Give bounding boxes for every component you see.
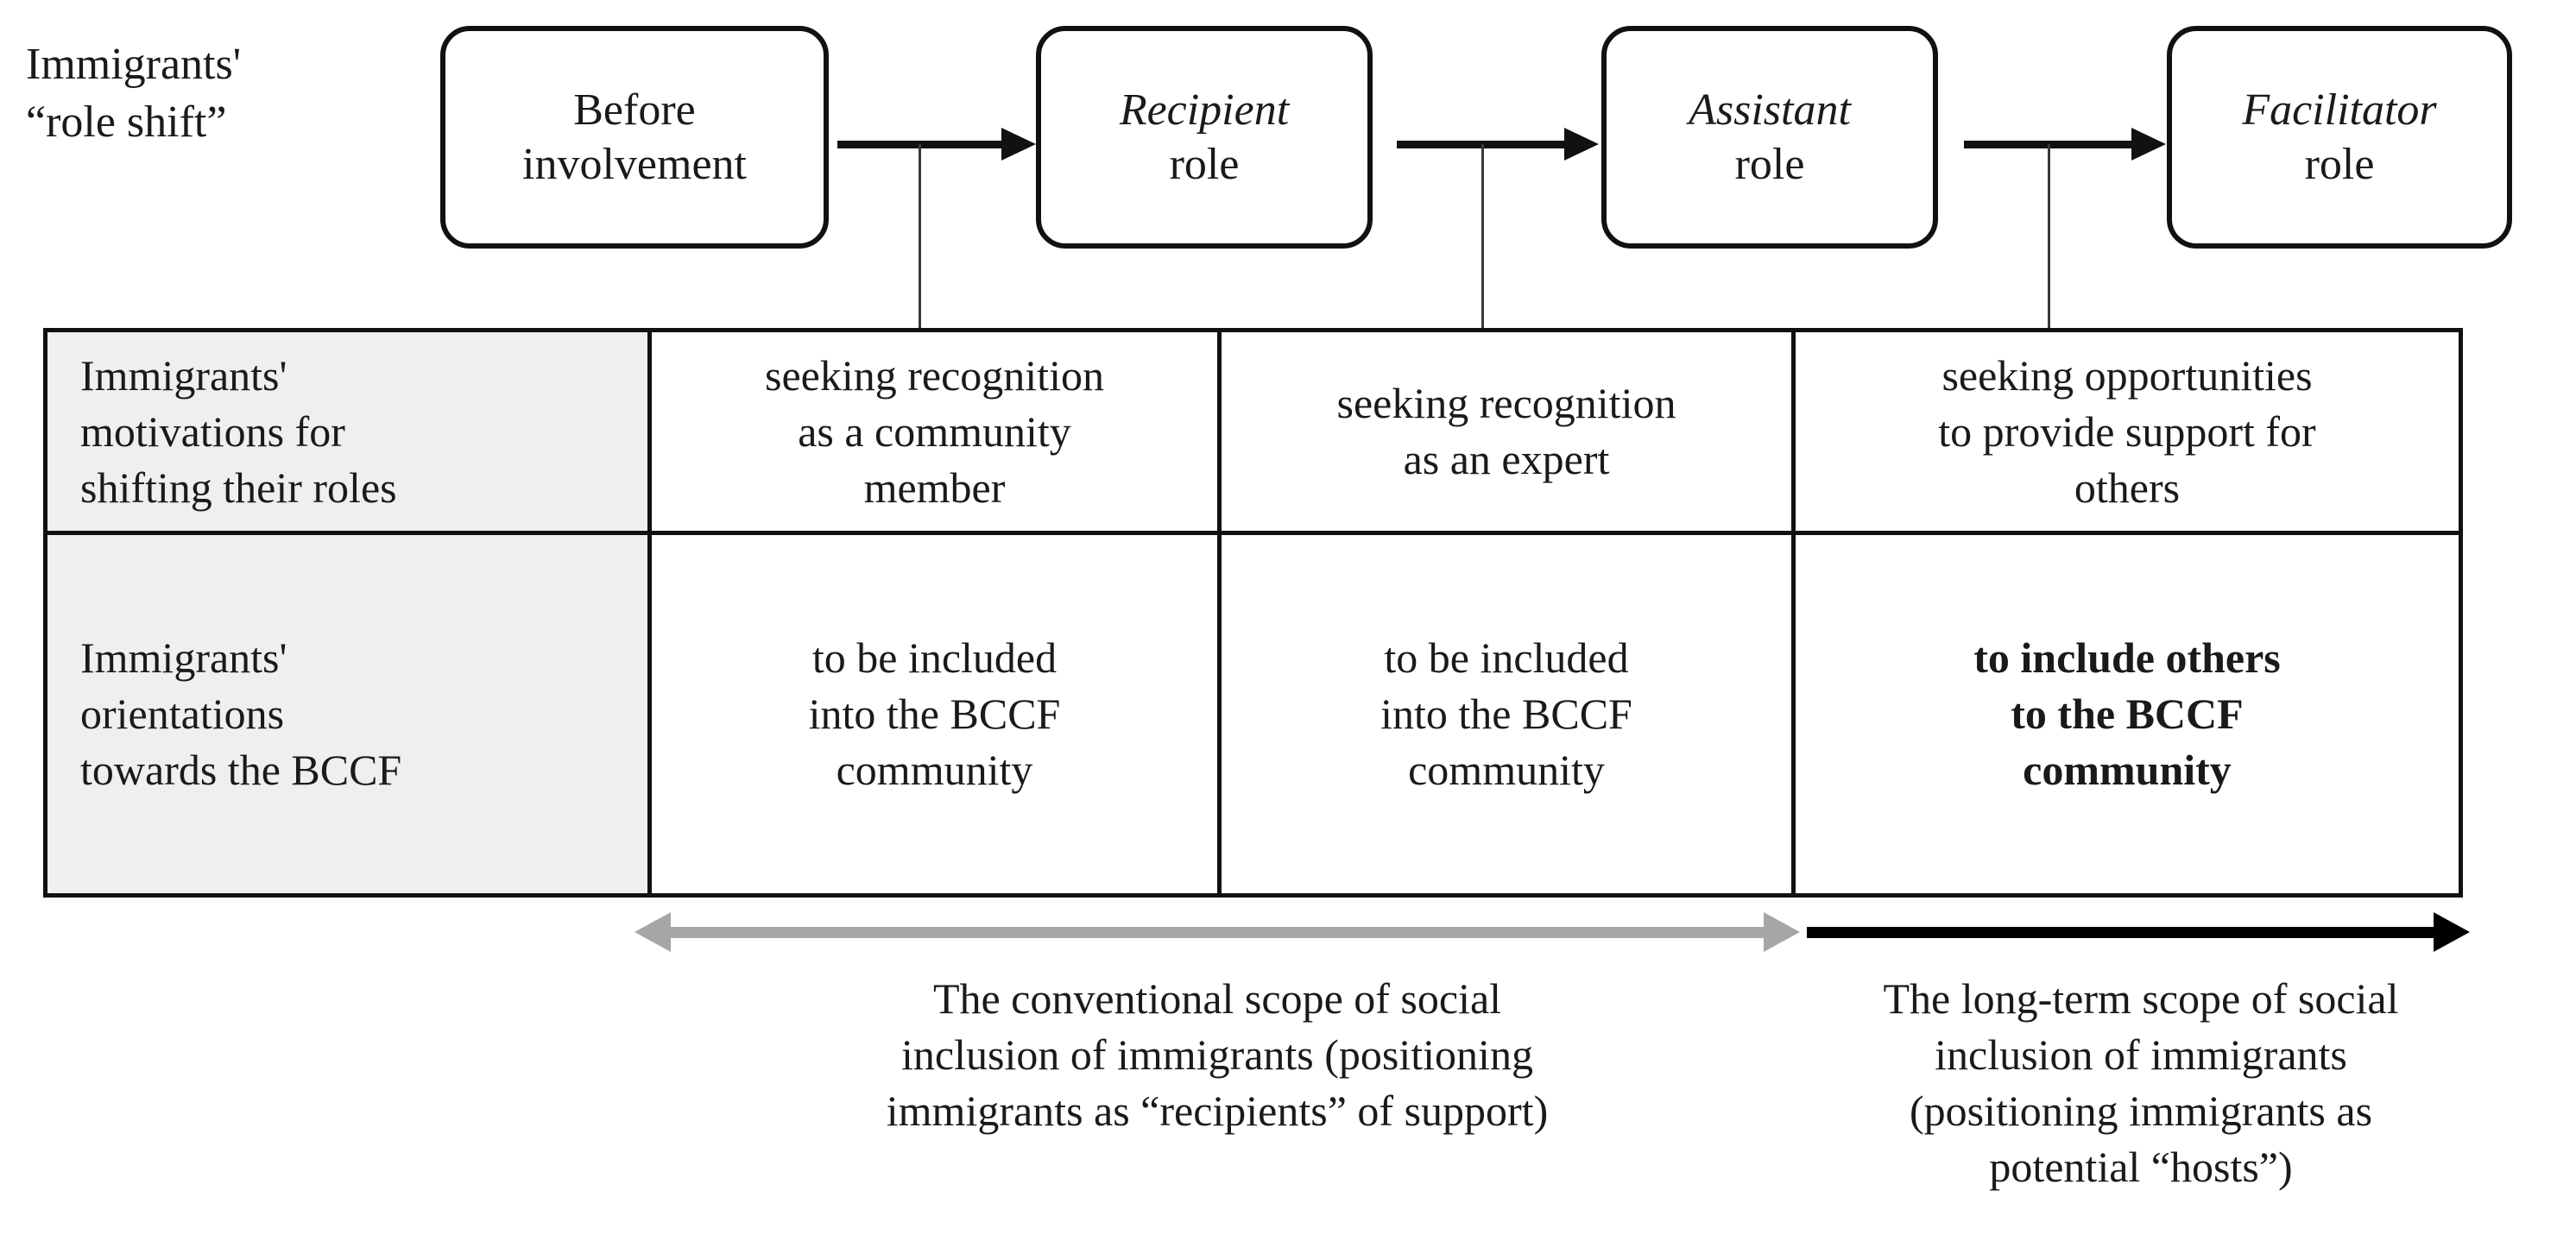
matrix-cell-motivation-facilitator: seeking opportunities to provide support… bbox=[1938, 350, 2316, 512]
long-term-scope-caption: The long-term scope of social inclusion … bbox=[1883, 974, 2399, 1191]
arrow-shaft bbox=[669, 927, 1765, 938]
matrix-cell-motivation-recipient: seeking recognition as a community membe… bbox=[652, 332, 1222, 531]
role-shift-row-label: Immigrants' “role shift” bbox=[26, 40, 242, 147]
matrix-cell-orientation-recipient: to be included into the BCCF community bbox=[652, 535, 1222, 893]
motivations-orientations-matrix: Immigrants' motivations for shifting the… bbox=[43, 328, 2463, 898]
matrix-cell-orientation-assistant: to be included into the BCCF community bbox=[1222, 535, 1796, 893]
drop-line-3 bbox=[2048, 144, 2050, 330]
arrow-head-icon bbox=[1001, 128, 1036, 161]
drop-line-1 bbox=[919, 144, 921, 330]
matrix-row-header-motivations: Immigrants' motivations for shifting the… bbox=[47, 332, 652, 531]
arrow-head-right-icon bbox=[2434, 912, 2470, 952]
arrow-head-left-icon bbox=[635, 912, 671, 952]
matrix-row-header-orientations: Immigrants' orientations towards the BCC… bbox=[47, 535, 652, 893]
arrow-shaft bbox=[1807, 927, 2435, 938]
conventional-scope-caption: The conventional scope of social inclusi… bbox=[886, 974, 1549, 1135]
matrix-row-motivations: Immigrants' motivations for shifting the… bbox=[47, 332, 2459, 535]
matrix-row-orientations: Immigrants' orientations towards the BCC… bbox=[47, 535, 2459, 893]
arrow-head-icon bbox=[1564, 128, 1599, 161]
drop-line-2 bbox=[1481, 144, 1484, 330]
arrow-head-icon bbox=[2131, 128, 2166, 161]
arrow-head-right-icon bbox=[1764, 912, 1800, 952]
matrix-cell-motivation-assistant: seeking recognition as an expert bbox=[1222, 332, 1796, 531]
matrix-cell-orientation-facilitator: to include others to the BCCF community bbox=[1973, 633, 2281, 794]
